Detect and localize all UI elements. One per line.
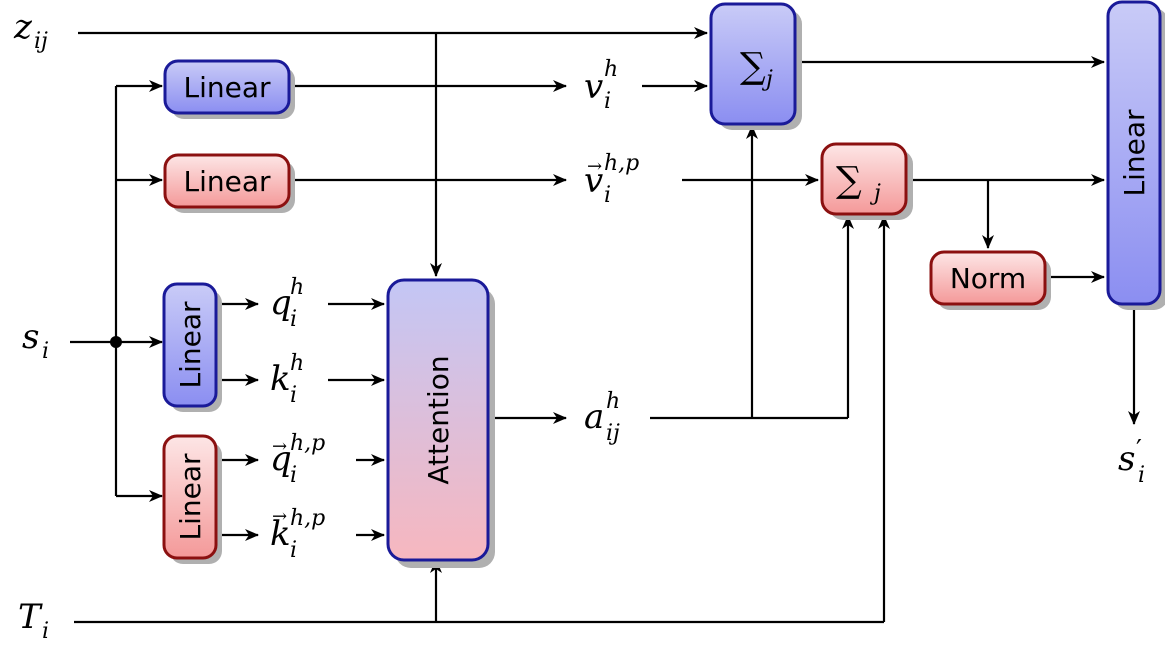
sum-top-symbol: ∑: [740, 46, 766, 87]
kvec-label: → k h,p i: [270, 506, 325, 563]
linear-qkvec-label: Linear: [174, 453, 207, 541]
k-label: k h i: [270, 351, 304, 408]
svg-text:h: h: [606, 389, 620, 414]
attention-block: Attention: [386, 278, 495, 568]
svg-text:i: i: [290, 383, 297, 408]
sum-top-block: ∑ j: [709, 2, 802, 130]
svg-text:s: s: [1118, 439, 1135, 479]
svg-text:v: v: [584, 67, 603, 107]
linear-out-block: Linear: [1106, 0, 1165, 310]
vvec-label: → v h,p i: [584, 151, 639, 208]
svg-text:s: s: [22, 317, 39, 357]
linear-v-label: Linear: [183, 71, 271, 104]
svg-text:→: →: [272, 506, 287, 527]
svg-text:q: q: [270, 439, 292, 479]
svg-text:→: →: [272, 436, 287, 457]
svg-text:i: i: [1138, 463, 1145, 488]
svg-text:h,p: h,p: [604, 151, 639, 176]
linear-qk-block: Linear: [162, 282, 222, 412]
linear-v-block: Linear: [163, 59, 295, 119]
linear-vec-block: Linear: [163, 153, 295, 213]
svg-text:h,p: h,p: [290, 506, 325, 531]
sum-mid-symbol: ∑: [836, 160, 862, 201]
svg-text:i: i: [290, 538, 297, 563]
svg-text:ij: ij: [606, 421, 620, 446]
s-input-label: s i: [22, 317, 49, 364]
linear-qkvec-block: Linear: [162, 434, 222, 564]
sum-mid-block: ∑ j: [820, 142, 913, 220]
svg-text:q: q: [270, 283, 292, 323]
svg-text:h: h: [604, 57, 618, 82]
svg-text:k: k: [270, 514, 291, 554]
a-label: a h ij: [584, 389, 620, 446]
svg-text:k: k: [270, 359, 291, 399]
qvec-label: → q h,p i: [270, 431, 325, 488]
svg-text:ij: ij: [34, 29, 48, 54]
attention-label: Attention: [422, 355, 455, 484]
v-label: v h i: [584, 57, 618, 114]
svg-text:→: →: [587, 156, 602, 177]
svg-text:i: i: [604, 183, 611, 208]
svg-text:h: h: [290, 351, 304, 376]
svg-text:v: v: [584, 161, 603, 201]
connectors: [70, 27, 1140, 624]
svg-text:a: a: [584, 397, 604, 437]
norm-block: Norm: [929, 250, 1051, 310]
svg-text:z: z: [13, 7, 33, 47]
linear-out-label: Linear: [1118, 109, 1151, 197]
linear-qk-label: Linear: [174, 301, 207, 389]
svg-text:i: i: [42, 339, 49, 364]
T-input-label: T i: [18, 597, 49, 644]
output-label: s ′ i: [1118, 435, 1145, 488]
svg-text:′: ′: [1136, 435, 1142, 465]
svg-text:h,p: h,p: [290, 431, 325, 456]
svg-text:i: i: [604, 89, 611, 114]
svg-text:T: T: [18, 597, 43, 637]
svg-text:i: i: [290, 307, 297, 332]
norm-label: Norm: [950, 262, 1026, 295]
linear-vec-label: Linear: [183, 165, 271, 198]
svg-text:i: i: [290, 463, 297, 488]
svg-text:i: i: [42, 619, 49, 644]
z-input-label: z ij: [13, 7, 48, 54]
q-label: q h i: [270, 275, 304, 332]
svg-text:h: h: [290, 275, 304, 300]
